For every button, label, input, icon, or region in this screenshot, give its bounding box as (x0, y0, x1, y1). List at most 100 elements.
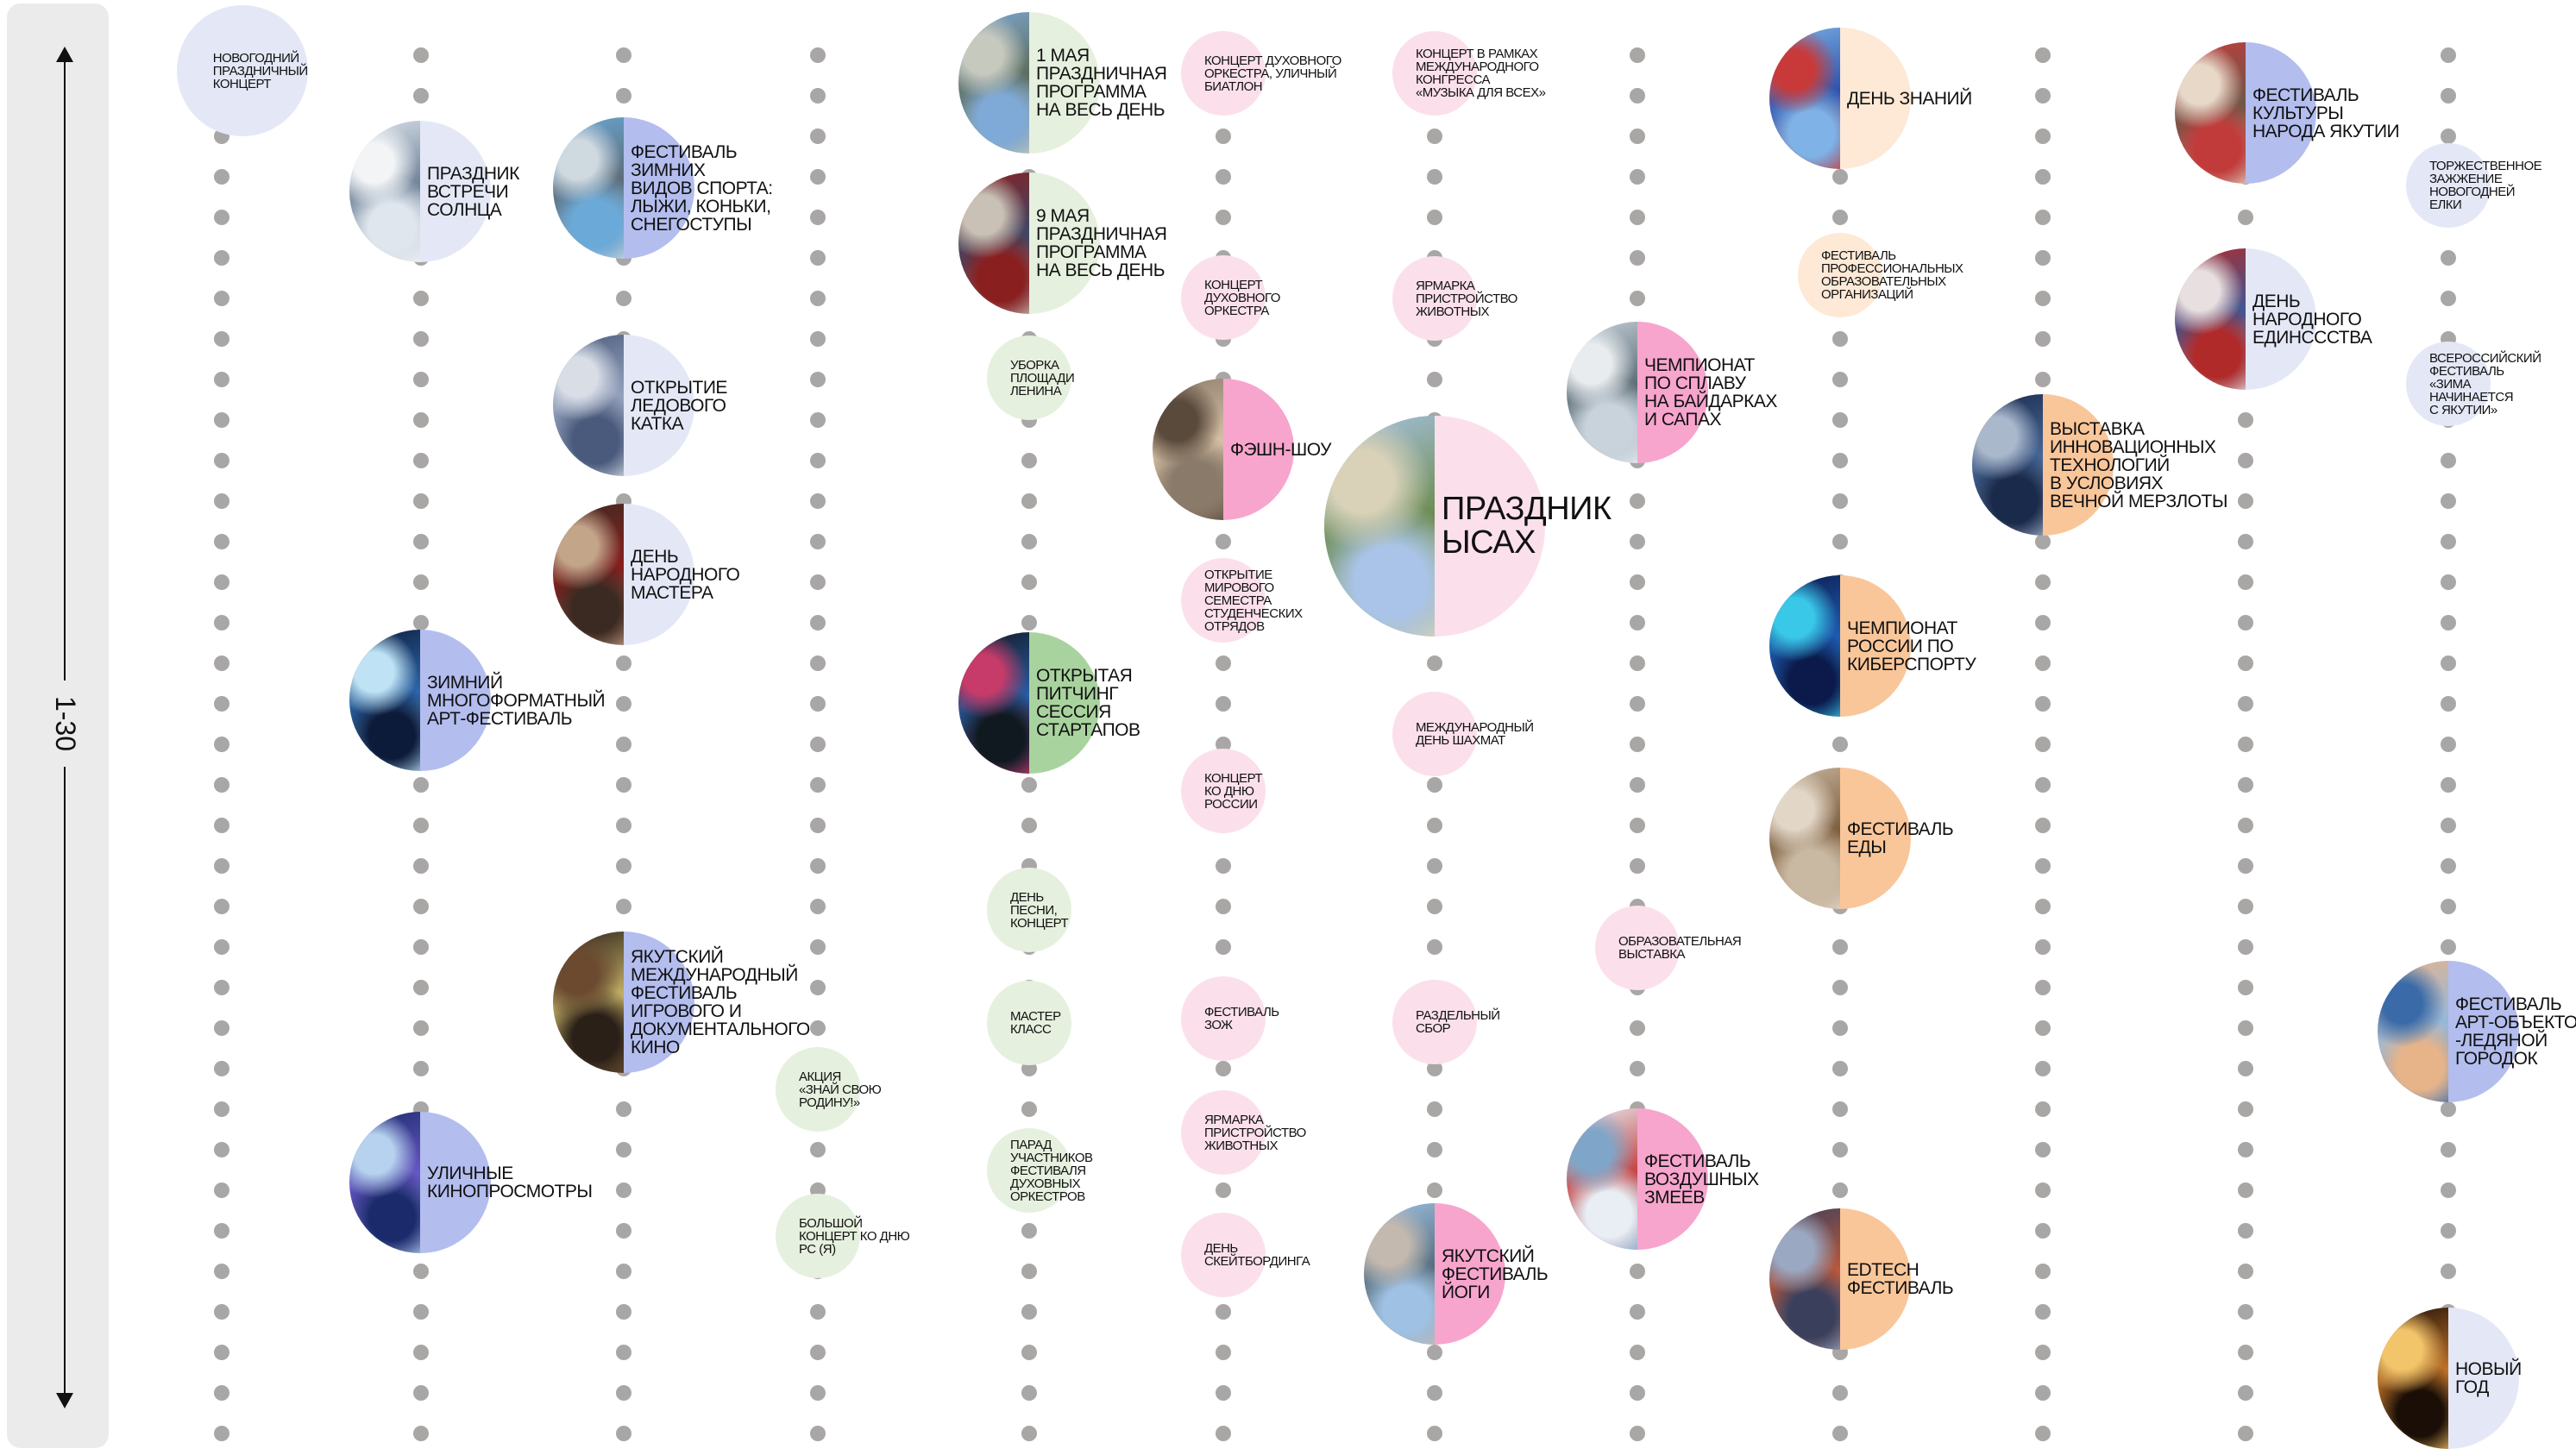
day-dot (810, 210, 826, 225)
day-dot (2441, 656, 2456, 671)
day-dot (1216, 169, 1231, 185)
event-парад-участников-фестиваля-духовных-оркестров[interactable] (987, 1128, 1071, 1213)
event-ярмарка-пристройство-животных[interactable] (1181, 1090, 1266, 1175)
day-dot (2035, 1345, 2051, 1360)
event-день-знаний[interactable] (1769, 28, 1911, 169)
day-dot (810, 1385, 826, 1401)
event-концерт-в-рамках-международного-конгресса-музыка-для-всех[interactable] (1392, 31, 1477, 116)
event-день-народного-мастера[interactable] (553, 504, 694, 645)
day-dot (1021, 1385, 1037, 1401)
event-зимний-многоформатный-арт-фестиваль[interactable] (349, 630, 491, 771)
day-dot (2035, 250, 2051, 266)
event-концерт-ко-дню-россии[interactable] (1181, 749, 1266, 833)
event-день-народного-единсcства[interactable] (2175, 248, 2316, 390)
event-color-half (1840, 575, 1911, 717)
day-dot (413, 899, 429, 914)
event-чемпионат-россии-по-киберспорту[interactable] (1769, 575, 1911, 717)
event-фестиваль-профессиональных-образовательных-организаций[interactable] (1798, 233, 1882, 317)
day-dot (2238, 1264, 2253, 1279)
event-фэшн-шоу[interactable] (1153, 379, 1294, 520)
day-dot (810, 980, 826, 995)
day-dot (214, 534, 229, 549)
event-color-half (624, 504, 694, 645)
axis-label: 1-30 (48, 681, 83, 767)
day-dot (214, 1385, 229, 1401)
day-dot (1832, 1101, 1848, 1117)
event-концерт-духовного-оркестра-уличный-биатлон[interactable] (1181, 31, 1266, 116)
day-dot (413, 493, 429, 509)
event-photo (553, 504, 624, 645)
event-якутский-международный-фестиваль-игрового-и-документального-кино[interactable] (553, 932, 694, 1073)
event-photo (1769, 1208, 1840, 1350)
event-день-песни-концерт[interactable] (987, 868, 1071, 952)
day-dot (2035, 1182, 2051, 1198)
event-фестиваль-культуры-народа-якутии[interactable] (2175, 42, 2316, 184)
day-dot (1630, 574, 1645, 590)
event-photo (553, 117, 624, 259)
event-международный-день-шахмат[interactable] (1392, 692, 1477, 776)
day-dot (616, 1264, 631, 1279)
event-фестиваль-арт-объектов-ледяной-городок[interactable] (2378, 961, 2519, 1102)
event-color-half (987, 1128, 1071, 1213)
day-dot (1832, 1061, 1848, 1076)
event-мастер-класс[interactable] (987, 981, 1071, 1065)
day-dot (810, 129, 826, 144)
event-ярмарка-пристройство-животных[interactable] (1392, 256, 1477, 341)
event-label: Образовательнаявыставка (1618, 934, 1742, 962)
event-label: Открытиемировогосеместрастуденческихотря… (1203, 567, 1303, 634)
day-dot (2035, 1385, 2051, 1401)
day-dot (616, 737, 631, 752)
event-label: Деньпесни,концерт (1009, 889, 1069, 931)
event-открытие-ледового-катка[interactable] (553, 335, 694, 476)
event-праздник-встречи-солнца[interactable] (349, 121, 491, 262)
event-фестиваль-еды[interactable] (1769, 768, 1911, 909)
event-якутский-фестиваль-йоги[interactable] (1364, 1203, 1505, 1345)
event-праздник-ысах[interactable] (1324, 416, 1545, 637)
event-фестиваль-зож[interactable] (1181, 976, 1266, 1061)
day-dot (413, 818, 429, 833)
day-dot (1832, 534, 1848, 549)
event-уборка-площади-ленина[interactable] (987, 336, 1071, 420)
event-1-мая-праздничная-программа-на-весь-день[interactable] (958, 12, 1100, 154)
event-открытая-питчинг-сессия-стартапов[interactable] (958, 632, 1100, 774)
day-dot (2035, 1101, 2051, 1117)
event-выставка-инновационных-технологий-в-условиях-вечной-мерзлоты[interactable] (1972, 394, 2114, 536)
event-label: ФестивальЗОЖ (1203, 1005, 1279, 1032)
event-концерт-духовного-оркестра[interactable] (1181, 255, 1266, 340)
event-большой-концерт-ко-дню-рс-я[interactable] (776, 1194, 860, 1278)
event-новый-год[interactable] (2378, 1308, 2519, 1449)
event-label: Деньнародногоединсcства (2252, 291, 2372, 348)
day-dot (2035, 656, 2051, 671)
day-dot (1216, 1385, 1231, 1401)
day-dot (2441, 1101, 2456, 1117)
day-dot (1216, 1061, 1231, 1076)
event-раздельный-сбор[interactable] (1392, 980, 1477, 1064)
day-dot (2238, 737, 2253, 752)
event-чемпионат-по-сплаву-на-байдарках-и-сапах[interactable] (1567, 322, 1708, 463)
day-dot (413, 47, 429, 63)
event-новогодний-праздничный-концерт[interactable] (177, 5, 308, 136)
day-dot (1832, 331, 1848, 347)
day-dot (810, 291, 826, 306)
event-фестиваль-воздушных-змеев[interactable] (1567, 1108, 1708, 1250)
event-торжественное-зажжение-новогодней-елки[interactable] (2406, 143, 2491, 228)
event-акция-знай-свою-родину[interactable] (776, 1047, 860, 1132)
day-dot (1216, 939, 1231, 955)
day-dot (1630, 534, 1645, 549)
event-день-скейтбординга[interactable] (1181, 1213, 1266, 1297)
event-фестиваль-зимних-видов-спорта-лыжи-коньки-снегоступы[interactable] (553, 117, 694, 259)
day-dot (2441, 899, 2456, 914)
event-9-мая-праздничная-программа-на-весь-день[interactable] (958, 172, 1100, 314)
day-dot (1427, 1061, 1442, 1076)
day-dot (2035, 534, 2051, 549)
event-уличные-кинопросмотры[interactable] (349, 1112, 491, 1253)
day-dot (413, 1426, 429, 1441)
event-всероссийский-фестиваль-зима-начинается-с-якутии[interactable] (2406, 342, 2491, 426)
event-открытие-мирового-семестра-студенческих-отрядов[interactable] (1181, 558, 1266, 643)
day-dot (1216, 1304, 1231, 1320)
event-color-half (1029, 632, 1100, 774)
event-edtech-фестиваль[interactable] (1769, 1208, 1911, 1350)
day-dot (1832, 1182, 1848, 1198)
event-color-half (1840, 28, 1911, 169)
event-образовательная-выставка[interactable] (1595, 906, 1680, 990)
